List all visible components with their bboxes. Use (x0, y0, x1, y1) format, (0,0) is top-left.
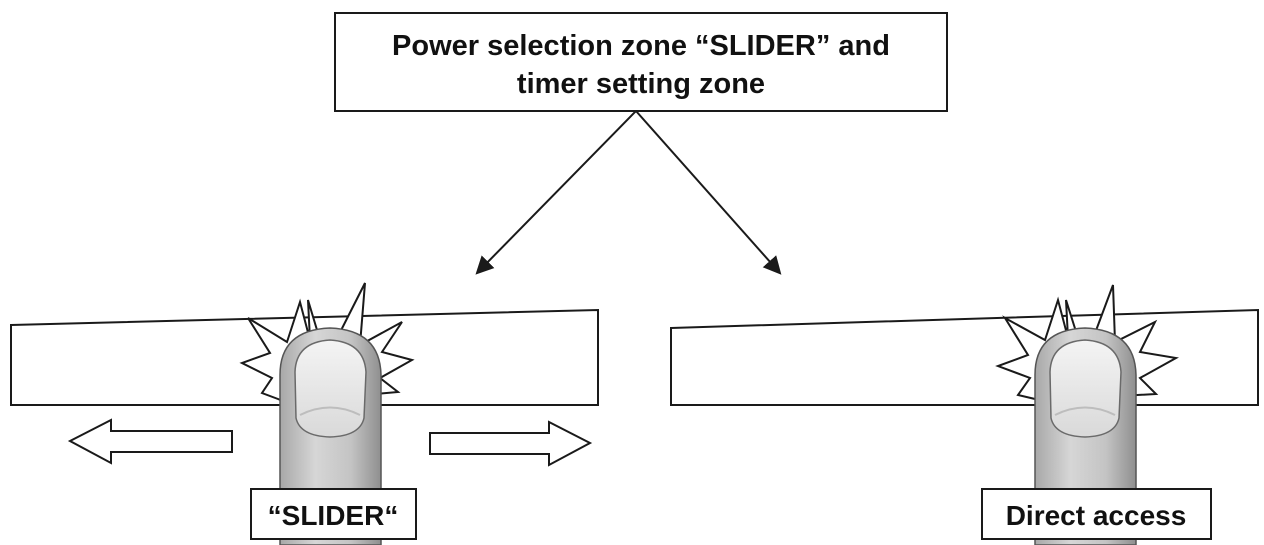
slide-left-arrow-icon (67, 418, 233, 465)
slider-label-box: “SLIDER“ (250, 488, 417, 540)
arrow-to-left-panel (475, 110, 637, 275)
direct-access-label: Direct access (1006, 500, 1187, 531)
title-box: Power selection zone “SLIDER” and timer … (334, 12, 948, 112)
right-control-panel: Direct access (670, 284, 1259, 545)
title-line-1: Power selection zone “SLIDER” and (392, 30, 890, 62)
slide-right-arrow-icon (429, 420, 593, 467)
direct-access-label-box: Direct access (981, 488, 1212, 540)
title-line-2: timer setting zone (517, 68, 765, 100)
left-control-panel: “SLIDER“ (10, 282, 599, 545)
slider-label: “SLIDER“ (268, 500, 399, 531)
arrow-to-right-panel (635, 110, 782, 275)
